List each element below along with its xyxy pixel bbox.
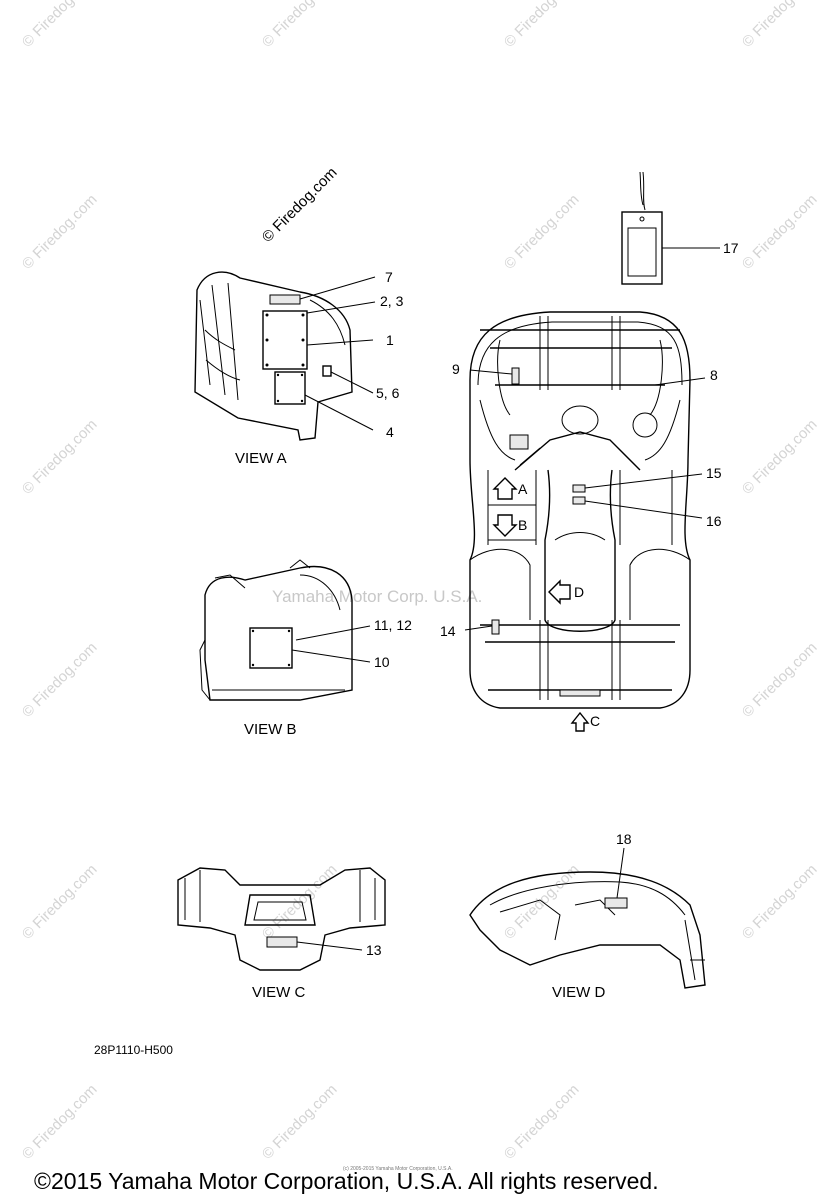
view-b-label: VIEW B xyxy=(244,721,297,738)
callout-7: 7 xyxy=(385,269,393,285)
watermark-text: © Firedog.com xyxy=(19,416,101,498)
watermark-center-text: Yamaha Motor Corp. U.S.A. xyxy=(272,587,482,606)
callout-2-3: 2, 3 xyxy=(380,293,404,309)
view-c-drawing xyxy=(177,867,386,971)
callout-16: 16 xyxy=(706,513,722,529)
watermark-text: © Firedog.com xyxy=(19,861,101,943)
callout-13: 13 xyxy=(366,942,382,958)
watermark-text: © Firedog.com xyxy=(739,0,821,51)
callout-1: 1 xyxy=(386,332,394,348)
view-b-drawing xyxy=(199,559,371,701)
watermark-text: © Firedog.com xyxy=(501,0,583,51)
firedog-mark: © Firedog.com xyxy=(259,164,341,246)
view-d-label: VIEW D xyxy=(552,984,606,1001)
callout-17: 17 xyxy=(723,240,739,256)
view-d-drawing xyxy=(469,847,706,989)
watermark-text: © Firedog.com xyxy=(501,1081,583,1163)
atv-top-view xyxy=(464,311,706,732)
callout-10: 10 xyxy=(374,654,390,670)
callout-14: 14 xyxy=(440,623,456,639)
direction-c-label: C xyxy=(590,713,600,729)
view-a-label: VIEW A xyxy=(235,450,287,467)
watermark-text: © Firedog.com xyxy=(739,861,821,943)
direction-a-label: A xyxy=(518,481,528,497)
part-code: 28P1110-H500 xyxy=(94,1043,173,1057)
watermark-layer: © Firedog.com © Firedog.com © Firedog.co… xyxy=(19,0,821,1163)
copyright-footer: ©2015 Yamaha Motor Corporation, U.S.A. A… xyxy=(34,1168,659,1194)
watermark-text: © Firedog.com xyxy=(739,639,821,721)
watermark-text: © Firedog.com xyxy=(739,416,821,498)
callout-11-12: 11, 12 xyxy=(374,617,412,633)
callout-5-6: 5, 6 xyxy=(376,385,400,401)
callout-8: 8 xyxy=(710,367,718,383)
watermark-text: © Firedog.com xyxy=(19,1081,101,1163)
watermark-text: © Firedog.com xyxy=(259,1081,341,1163)
callout-4: 4 xyxy=(386,424,394,440)
direction-d-label: D xyxy=(574,584,584,600)
watermark-text: © Firedog.com xyxy=(259,0,341,51)
callout-18: 18 xyxy=(616,831,632,847)
direction-b-label: B xyxy=(518,517,527,533)
watermark-text: © Firedog.com xyxy=(19,0,101,51)
view-a-drawing xyxy=(194,271,376,441)
view-c-label: VIEW C xyxy=(252,984,306,1001)
watermark-text: © Firedog.com xyxy=(19,191,101,273)
callout-9: 9 xyxy=(452,361,460,377)
hang-tag-17 xyxy=(621,171,720,285)
fine-print: (c) 2005-2015 Yamaha Motor Corporation, … xyxy=(343,1166,453,1172)
watermark-text: © Firedog.com xyxy=(501,191,583,273)
watermark-text: © Firedog.com xyxy=(19,639,101,721)
callout-15: 15 xyxy=(706,465,722,481)
watermark-text: © Firedog.com xyxy=(501,861,583,943)
watermark-text: © Firedog.com xyxy=(739,191,821,273)
